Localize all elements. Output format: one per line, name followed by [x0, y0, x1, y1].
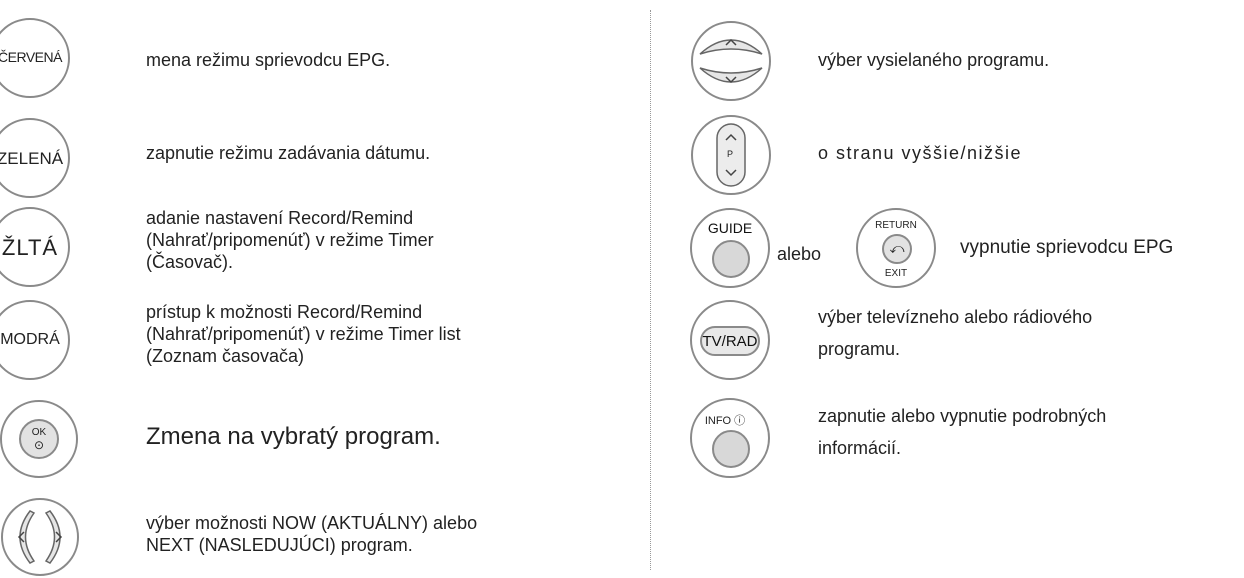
green-button[interactable]: ZELENÁ — [0, 118, 70, 198]
page-button-label: P — [727, 149, 734, 159]
info-button[interactable] — [712, 430, 750, 468]
return-button-bottom-label: EXIT — [884, 268, 908, 279]
blue-line-1: prístup k možnosti Record/Remind — [146, 302, 423, 322]
guide-button[interactable] — [712, 240, 750, 278]
return-button-ring: RETURN ⤺ EXIT — [856, 208, 936, 288]
ok-dot-icon: ⊙ — [33, 438, 45, 452]
green-description: zapnutie režimu zadávania dátumu. — [146, 143, 431, 163]
page-description: o stranu vyššie/nižšie — [818, 143, 1023, 163]
info-description: zapnutie alebo vypnutie podrobných infor… — [818, 400, 1106, 464]
up-down-nav-icon[interactable] — [690, 20, 772, 102]
yellow-line-3: (Časovač). — [146, 252, 234, 272]
guide-description: vypnutie sprievodcu EPG — [960, 237, 1174, 258]
up-down-description: výber vysielaného programu. — [818, 50, 1050, 70]
tvrad-button-ring: TV/RAD — [690, 300, 770, 380]
red-button[interactable]: ČERVENÁ — [0, 18, 70, 98]
ok-button-ring: OK ⊙ — [0, 400, 78, 478]
guide-button-ring: GUIDE — [690, 208, 770, 288]
yellow-line-2: (Nahrať/pripomenúť) v režime Timer — [146, 230, 434, 250]
yellow-button-label: ŽLTÁ — [1, 235, 59, 260]
return-button[interactable]: ⤺ — [882, 234, 912, 264]
red-description: mena režimu sprievodcu EPG. — [146, 50, 391, 70]
info-button-ring: INFO ⓘ — [690, 398, 770, 478]
ok-button[interactable]: OK ⊙ — [19, 419, 59, 459]
blue-button-label: MODRÁ — [0, 331, 60, 348]
tvrad-line-1: výber televízneho alebo rádiového — [818, 307, 1093, 327]
left-right-line-1: výber možnosti NOW (AKTUÁLNY) alebo — [146, 513, 478, 533]
ok-description: Zmena na vybratý program. — [146, 423, 441, 450]
page-nav-icon[interactable] — [690, 114, 772, 196]
blue-line-3: (Zoznam časovača) — [146, 346, 305, 366]
blue-button[interactable]: MODRÁ — [0, 300, 70, 380]
yellow-line-1: adanie nastavení Record/Remind — [146, 208, 414, 228]
tvrad-line-2: programu. — [818, 339, 901, 359]
column-divider — [650, 10, 651, 570]
info-button-label: INFO ⓘ — [704, 415, 746, 427]
info-line-1: zapnutie alebo vypnutie podrobných — [818, 406, 1107, 426]
return-arrow-icon: ⤺ — [889, 240, 905, 256]
blue-description: prístup k možnosti Record/Remind (Nahrať… — [146, 301, 461, 367]
guide-connector: alebo — [777, 244, 822, 264]
blue-line-2: (Nahrať/pripomenúť) v režime Timer list — [146, 324, 461, 344]
yellow-description: adanie nastavení Record/Remind (Nahrať/p… — [146, 207, 434, 273]
left-right-description: výber možnosti NOW (AKTUÁLNY) alebo NEXT… — [146, 512, 477, 556]
tvrad-description: výber televízneho alebo rádiového progra… — [818, 301, 1092, 365]
tvrad-button-label: TV/RAD — [702, 333, 758, 350]
yellow-button[interactable]: ŽLTÁ — [0, 207, 70, 287]
tvrad-button[interactable]: TV/RAD — [700, 326, 760, 356]
return-button-top-label: RETURN — [875, 220, 917, 231]
red-button-label: ČERVENÁ — [0, 49, 62, 65]
ok-button-label: OK — [31, 427, 47, 438]
guide-button-label: GUIDE — [707, 220, 753, 236]
green-button-label: ZELENÁ — [0, 149, 64, 168]
left-right-line-2: NEXT (NASLEDUJÚCI) program. — [146, 535, 413, 555]
left-right-nav-icon[interactable] — [0, 496, 90, 578]
info-line-2: informácií. — [818, 438, 902, 458]
